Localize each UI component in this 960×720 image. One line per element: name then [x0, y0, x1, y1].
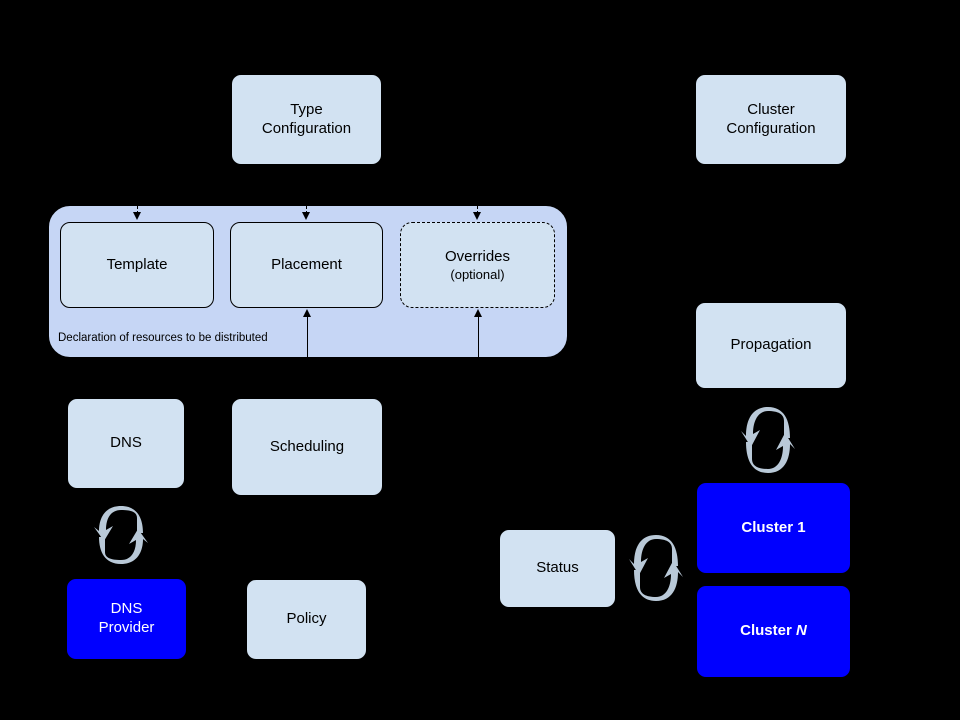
arrow-up-icon-placement [303, 309, 311, 317]
node-template-text: Template [106, 255, 168, 273]
sync-arrows-icon-propagation [740, 400, 796, 480]
node-cluster-n-text: Cluster N [740, 622, 807, 640]
sync-arrows-icon-dns [93, 500, 149, 570]
node-policy[interactable]: Policy [246, 579, 367, 660]
sync-arrows-icon-status-svg [629, 535, 683, 601]
node-policy-text: Policy [286, 610, 327, 628]
sync-arrows-icon-dns-svg [94, 506, 148, 564]
arrow-down-icon-placement [302, 212, 310, 220]
node-dns-text: DNS [110, 434, 142, 452]
node-scheduling[interactable]: Scheduling [231, 398, 383, 496]
arrow-down-icon-template [133, 212, 141, 220]
node-status[interactable]: Status [499, 529, 616, 608]
connector-scheduling-to-placement [307, 316, 308, 358]
node-overrides[interactable]: Overrides (optional) [400, 222, 555, 308]
node-dns[interactable]: DNS [67, 398, 185, 489]
node-scheduling-text: Scheduling [269, 437, 345, 455]
node-cluster-1[interactable]: Cluster 1 [697, 483, 850, 573]
connector-type-to-template [137, 201, 138, 214]
node-type-configuration[interactable]: Type Configuration [231, 74, 382, 165]
node-cluster-configuration[interactable]: Cluster Configuration [695, 74, 847, 165]
node-status-text: Status [536, 559, 579, 577]
sync-arrows-icon-status [628, 528, 684, 608]
arrow-up-icon-overrides [474, 309, 482, 317]
node-placement-text: Placement [271, 255, 342, 273]
connector-type-to-placement [306, 201, 307, 214]
node-cluster-n[interactable]: Cluster N [697, 586, 850, 677]
node-type-configuration-text: Type Configuration [261, 100, 352, 137]
node-propagation-text: Propagation [730, 336, 812, 354]
group-caption: Declaration of resources to be distribut… [58, 332, 268, 344]
connector-type-to-overrides [477, 201, 478, 214]
sync-arrows-icon-propagation-svg [741, 407, 795, 473]
node-cluster-configuration-text: Cluster Configuration [726, 100, 816, 137]
node-propagation[interactable]: Propagation [695, 302, 847, 389]
node-cluster-1-text: Cluster 1 [741, 518, 806, 536]
node-dns-provider-text: DNS Provider [98, 600, 155, 636]
connector-policy-to-overrides [478, 316, 479, 358]
node-overrides-text: Overrides (optional) [444, 247, 511, 282]
arrow-down-icon-overrides [473, 212, 481, 220]
node-dns-provider[interactable]: DNS Provider [67, 579, 186, 659]
node-placement[interactable]: Placement [230, 222, 383, 308]
node-template[interactable]: Template [60, 222, 214, 308]
